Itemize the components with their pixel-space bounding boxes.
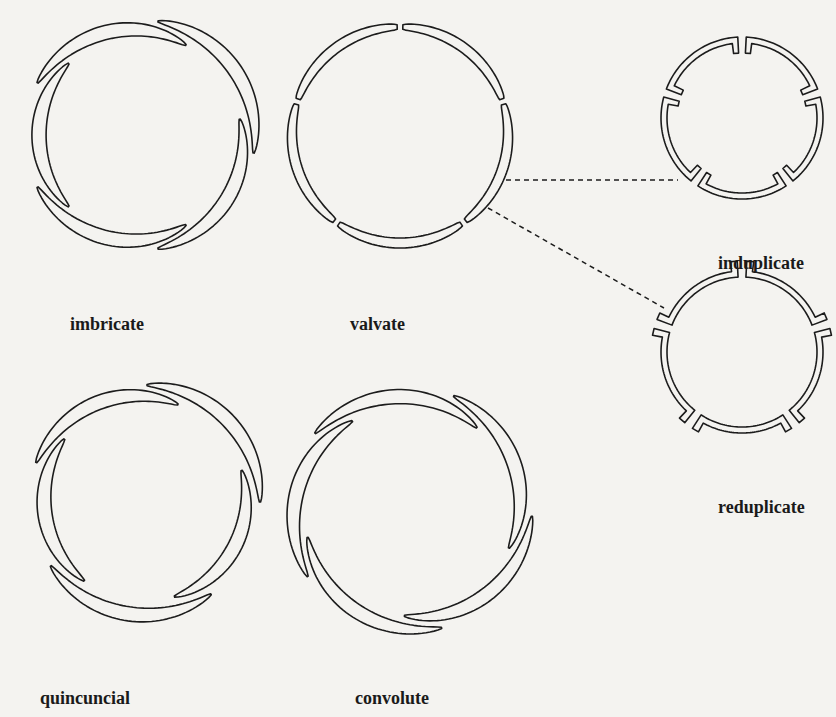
petal-outline: [37, 23, 186, 83]
label-slot: convolute: [355, 688, 429, 710]
label-slot: reduplicate: [718, 497, 805, 519]
petal-outline: [404, 516, 532, 620]
label-slot: valvate: [350, 314, 405, 336]
flower-diagram: [36, 383, 263, 622]
petal-outline: [307, 537, 442, 634]
aestivation-label: quincuncial: [40, 688, 130, 710]
label-slot: quincuncial: [40, 688, 130, 710]
petal-outline: [783, 97, 823, 181]
petal-outline: [789, 328, 831, 422]
petal-outline: [36, 390, 178, 463]
aestivation-label: convolute: [355, 688, 429, 710]
leader-line: [488, 208, 664, 308]
flower-diagram: [287, 24, 512, 248]
leader-line: [506, 179, 678, 181]
petal-outline: [653, 328, 695, 422]
petal-outline: [403, 24, 504, 100]
aestivation-label: induplicate: [718, 253, 804, 275]
petal-outline: [32, 63, 69, 207]
aestivation-label: reduplicate: [718, 497, 805, 519]
petal-outline: [174, 470, 251, 597]
aestivation-label: valvate: [350, 314, 405, 336]
petal-outline: [287, 104, 335, 223]
petal-outline: [666, 37, 738, 95]
petal-outline: [661, 97, 701, 181]
aestivation-label: imbricate: [70, 314, 144, 336]
petal-outline: [296, 24, 397, 100]
flower-diagram: [653, 261, 832, 433]
petal-outline: [698, 173, 786, 199]
petal-outline: [338, 222, 463, 248]
label-slot: induplicate: [718, 253, 804, 275]
petal-outline: [464, 104, 512, 223]
label-slot: imbricate: [70, 314, 144, 336]
petal-outline: [37, 439, 85, 581]
flower-diagram: [287, 390, 533, 634]
petal-outline: [745, 37, 817, 95]
flower-diagram: [661, 37, 823, 199]
petal-outline: [692, 415, 791, 433]
flower-diagram: [32, 21, 259, 250]
petal-outline: [315, 390, 477, 434]
petal-outline: [287, 421, 353, 577]
